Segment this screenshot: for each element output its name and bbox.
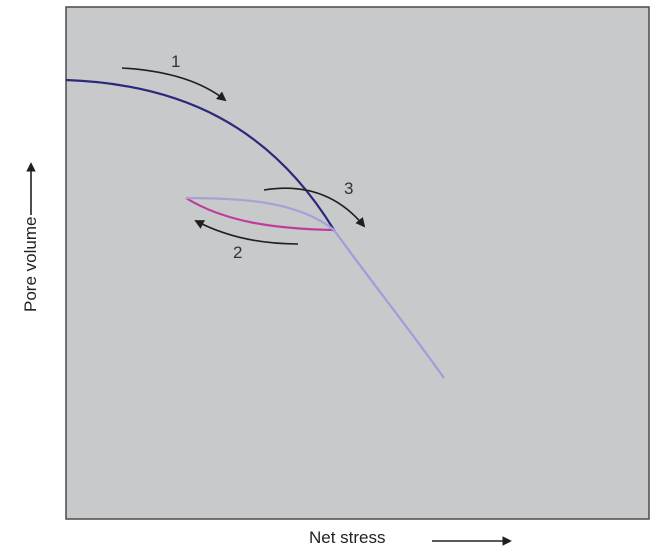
loading-curve	[65, 78, 335, 231]
stage-2-arrow-icon	[194, 220, 299, 245]
stage-1-arrow-icon	[121, 67, 227, 102]
continued-loading-curve	[333, 229, 445, 379]
stage-3-label: 3	[344, 179, 353, 198]
x-axis-label: Net stress	[309, 528, 386, 547]
reloading-curve	[185, 196, 335, 231]
stage-3-arrow-icon	[263, 187, 366, 228]
stage-2-label: 2	[233, 243, 242, 262]
y-axis-label: Pore volume	[21, 217, 40, 312]
stage-1-label: 1	[171, 52, 180, 71]
unloading-curve	[185, 197, 335, 232]
y-axis-label-group: Pore volume	[21, 217, 40, 312]
